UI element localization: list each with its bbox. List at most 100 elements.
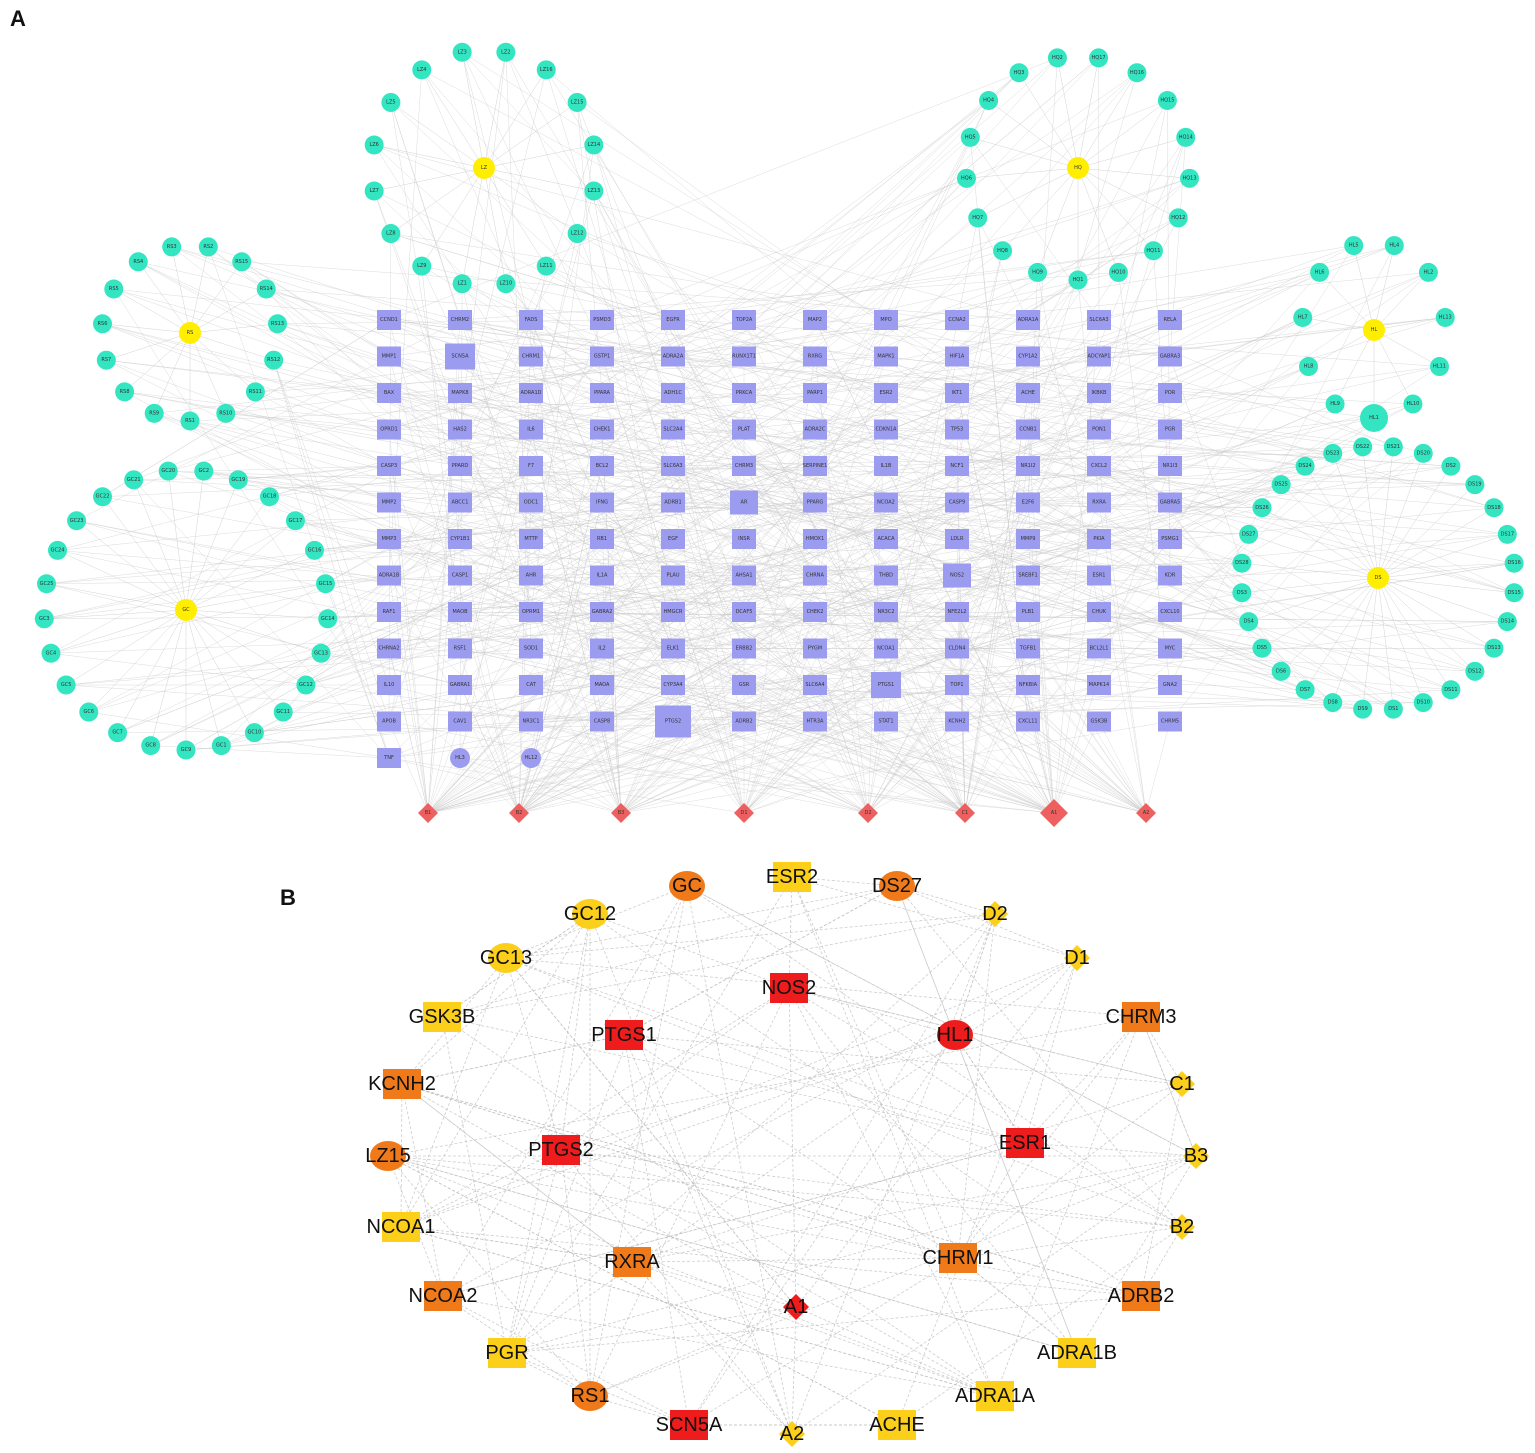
target-label: TOP2A [735, 317, 753, 323]
target-label: NR3C2 [877, 609, 894, 615]
target-node [945, 310, 969, 330]
edge [791, 876, 996, 1397]
node-label: ESR1 [999, 1132, 1051, 1154]
herb-node [1363, 319, 1385, 341]
network-node: PTGS2 [528, 1135, 594, 1165]
target-node [519, 492, 543, 513]
edge [966, 167, 1079, 179]
target-label: NR1I3 [1162, 463, 1177, 469]
edge [461, 167, 485, 284]
target-label: CASP8 [594, 719, 610, 725]
node-label: DS27 [872, 875, 922, 897]
edge [885, 502, 1055, 814]
edge [970, 137, 1079, 169]
edge [400, 987, 790, 1228]
target-node [803, 565, 827, 586]
ingredient-label: GC2 [199, 468, 210, 474]
edge [113, 288, 816, 540]
edge [956, 721, 1055, 814]
target-label: RELA [1164, 317, 1178, 323]
edge [1027, 721, 1147, 814]
edge [896, 957, 1078, 1426]
edge [427, 575, 603, 814]
edge [530, 356, 1147, 814]
edge [102, 323, 816, 503]
edge [401, 1034, 625, 1085]
edge [1334, 329, 1375, 405]
target-node [590, 711, 614, 732]
target-label: NCOA1 [877, 646, 895, 652]
edge [427, 648, 958, 814]
edge [1098, 465, 1147, 814]
ingredient-node [1252, 498, 1272, 518]
edge [896, 885, 1078, 1354]
disease-node [611, 803, 631, 823]
target-label: KDR [1165, 573, 1176, 579]
ingredient-label: LZ8 [386, 231, 395, 237]
ingredient-label: DS7 [1300, 687, 1310, 693]
ingredient-label: HL9 [1330, 401, 1340, 407]
ingredient-label: GC9 [181, 747, 192, 753]
edge [743, 57, 1099, 430]
ingredient-label: DS25 [1274, 482, 1287, 488]
edge [896, 885, 1183, 1228]
ingredient-label: RS15 [235, 259, 248, 265]
edge [388, 233, 578, 576]
ingredient-node [37, 574, 57, 594]
target-node [1158, 638, 1182, 659]
disease-label: B1 [425, 810, 432, 816]
edge [325, 538, 1029, 585]
disease-node [955, 803, 975, 823]
ingredient-label: RS13 [271, 321, 284, 327]
target-node [732, 565, 756, 586]
edge [530, 392, 1147, 814]
edge [427, 319, 1171, 814]
edge [388, 721, 869, 814]
target-label: CYP1A2 [1018, 354, 1037, 360]
ingredient-label: HQ14 [1179, 134, 1193, 140]
edge [113, 288, 191, 334]
edge [530, 684, 1055, 814]
node-shape [779, 1421, 805, 1447]
edge [518, 502, 1171, 814]
target-label: ODC1 [524, 500, 538, 506]
ingredient-label: DS19 [1468, 482, 1481, 488]
edge [1377, 577, 1495, 649]
edge [518, 575, 1029, 814]
edge [589, 913, 790, 989]
target-label: IFNG [596, 500, 608, 506]
network-node: GSK3B [409, 1002, 475, 1032]
target-node [945, 675, 969, 695]
target-node [519, 675, 543, 695]
target-node [945, 711, 969, 732]
disease-label: A1 [1051, 810, 1058, 816]
target-node [377, 492, 401, 513]
edge [795, 1306, 996, 1397]
edge [672, 178, 1190, 357]
edge [743, 465, 1100, 814]
target-label: NFKBIA [1019, 682, 1038, 688]
target-node [730, 490, 758, 515]
target-label: ADH1C [664, 390, 682, 396]
edge [964, 538, 1171, 814]
ingredient-label: GC1 [216, 743, 227, 749]
node-label: A2 [780, 1423, 804, 1445]
edge [956, 611, 1055, 814]
ingredient-label: GC20 [161, 468, 175, 474]
target-node [655, 705, 691, 738]
ingredient-node [584, 135, 604, 155]
edge [44, 609, 187, 620]
edge [589, 1155, 1197, 1397]
edge [400, 1226, 996, 1397]
edge [518, 611, 603, 814]
edge [50, 319, 674, 654]
ingredient-node [364, 135, 384, 155]
edge [743, 721, 887, 814]
target-label: TP53 [950, 427, 963, 433]
target-node [945, 346, 969, 367]
edge [113, 288, 745, 357]
node-label: KCNH2 [368, 1073, 436, 1095]
edge [171, 246, 958, 576]
edge [185, 496, 270, 611]
target-node [1016, 310, 1040, 330]
